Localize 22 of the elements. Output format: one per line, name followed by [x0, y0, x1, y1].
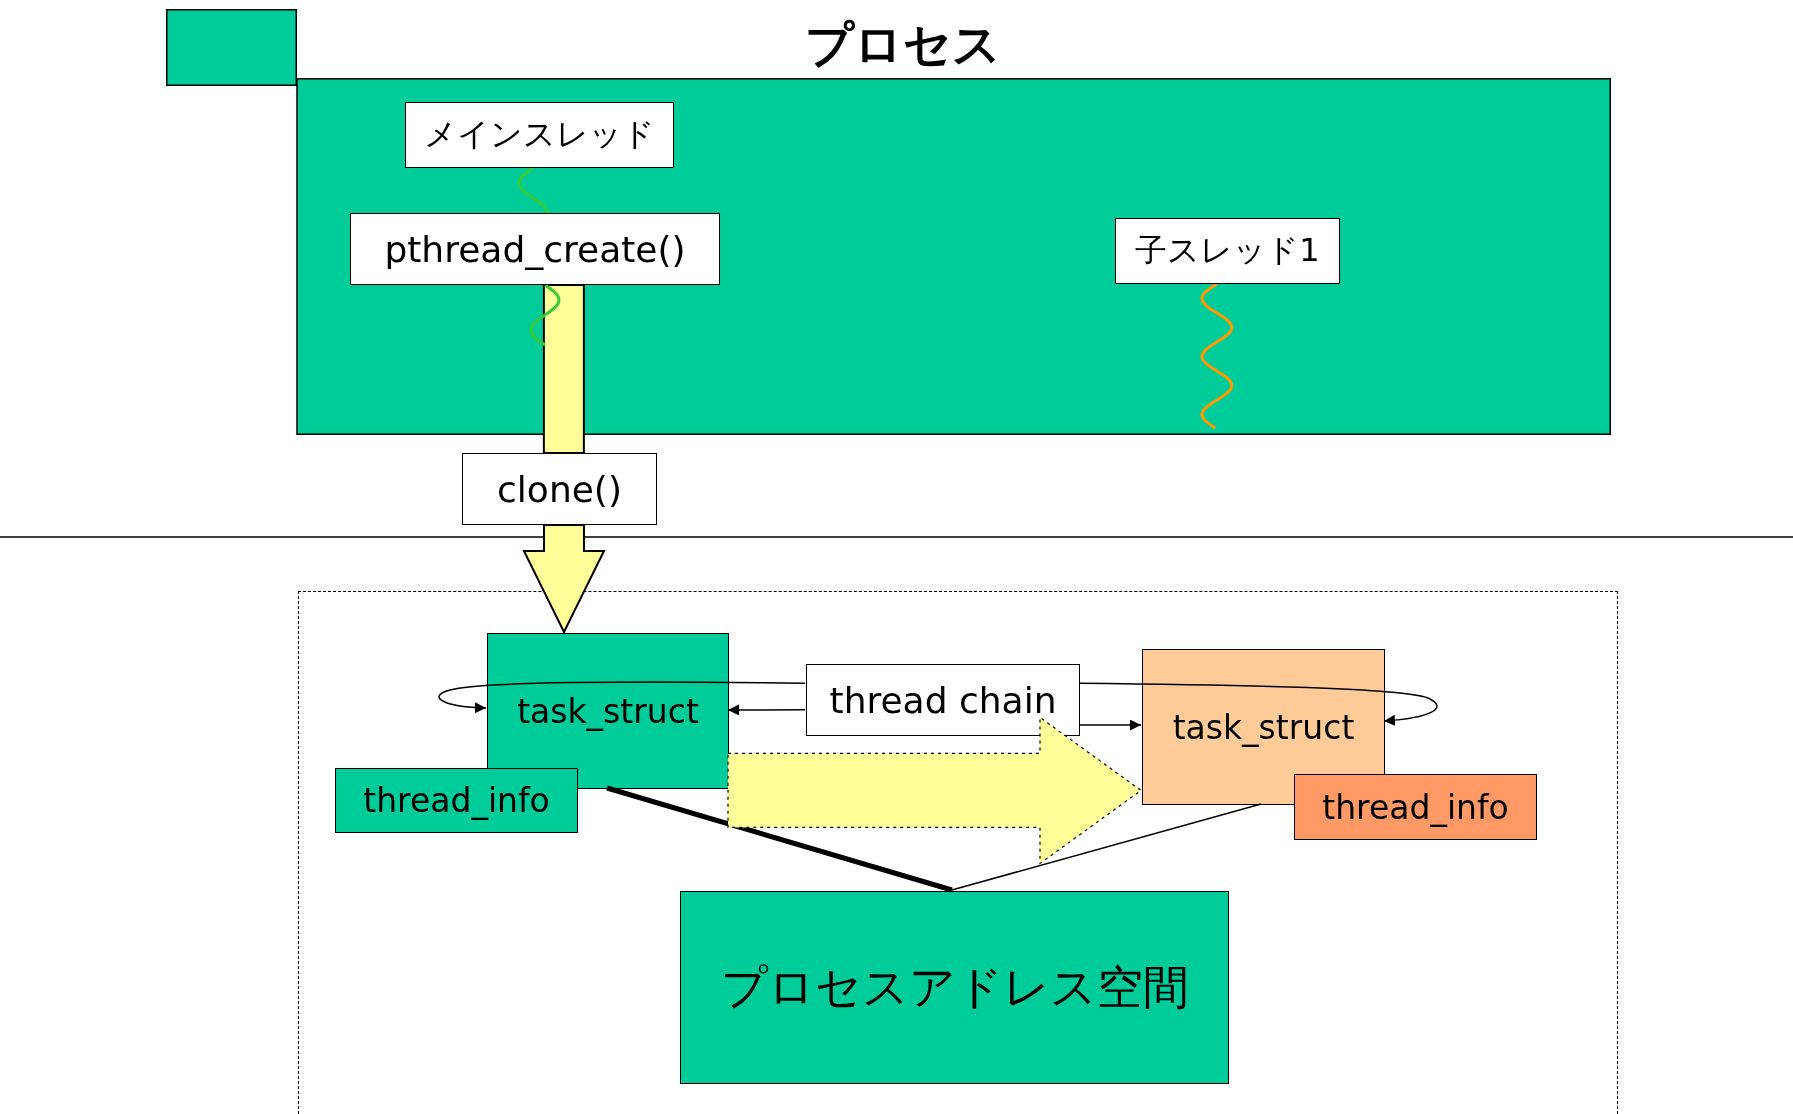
chain-box: thread chain [806, 664, 1080, 736]
dashed-region [298, 591, 1618, 1114]
arrow [1078, 719, 1142, 731]
connector-line [606, 785, 953, 893]
address-space-box: プロセスアドレス空間 [680, 891, 1229, 1084]
connector-line [951, 803, 1262, 891]
arrow [1078, 682, 1438, 726]
thread-box: 子スレッド1 [1115, 218, 1340, 284]
block-arrow [727, 716, 1143, 865]
info-box: thread_info [1294, 774, 1537, 840]
thread-box: メインスレッド [405, 102, 674, 168]
thread-wave [1200, 282, 1234, 430]
info-box: thread_info [335, 768, 578, 833]
function-box: pthread_create() [350, 213, 720, 285]
thread-wave [517, 166, 549, 214]
thread-wave [529, 283, 561, 347]
arrow [438, 681, 806, 713]
function-box: clone() [462, 453, 657, 525]
block-arrow [542, 284, 585, 454]
arrow [727, 704, 806, 716]
title: プロセス [805, 15, 1001, 74]
block-arrow [522, 524, 606, 635]
